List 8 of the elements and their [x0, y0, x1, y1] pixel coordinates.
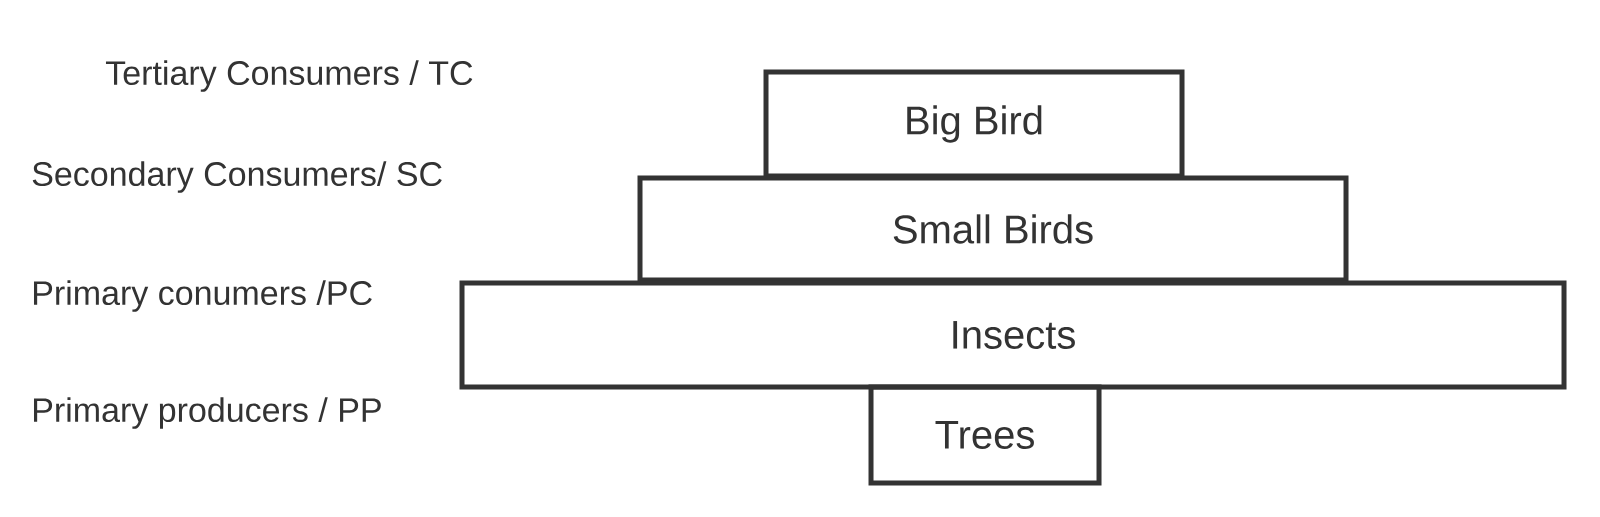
- level-label: Secondary Consumers/ SC: [32, 161, 442, 193]
- level-label: Primary producers / PP: [34, 397, 381, 429]
- level-box: Big Bird: [763, 69, 1185, 179]
- level-box: Trees: [868, 384, 1102, 486]
- level-label: Primary conumers /PC: [34, 280, 372, 312]
- level-box: Small Birds: [637, 175, 1349, 283]
- level-box: Insects: [459, 280, 1567, 390]
- level-label: Tertiary Consumers / TC: [105, 60, 473, 92]
